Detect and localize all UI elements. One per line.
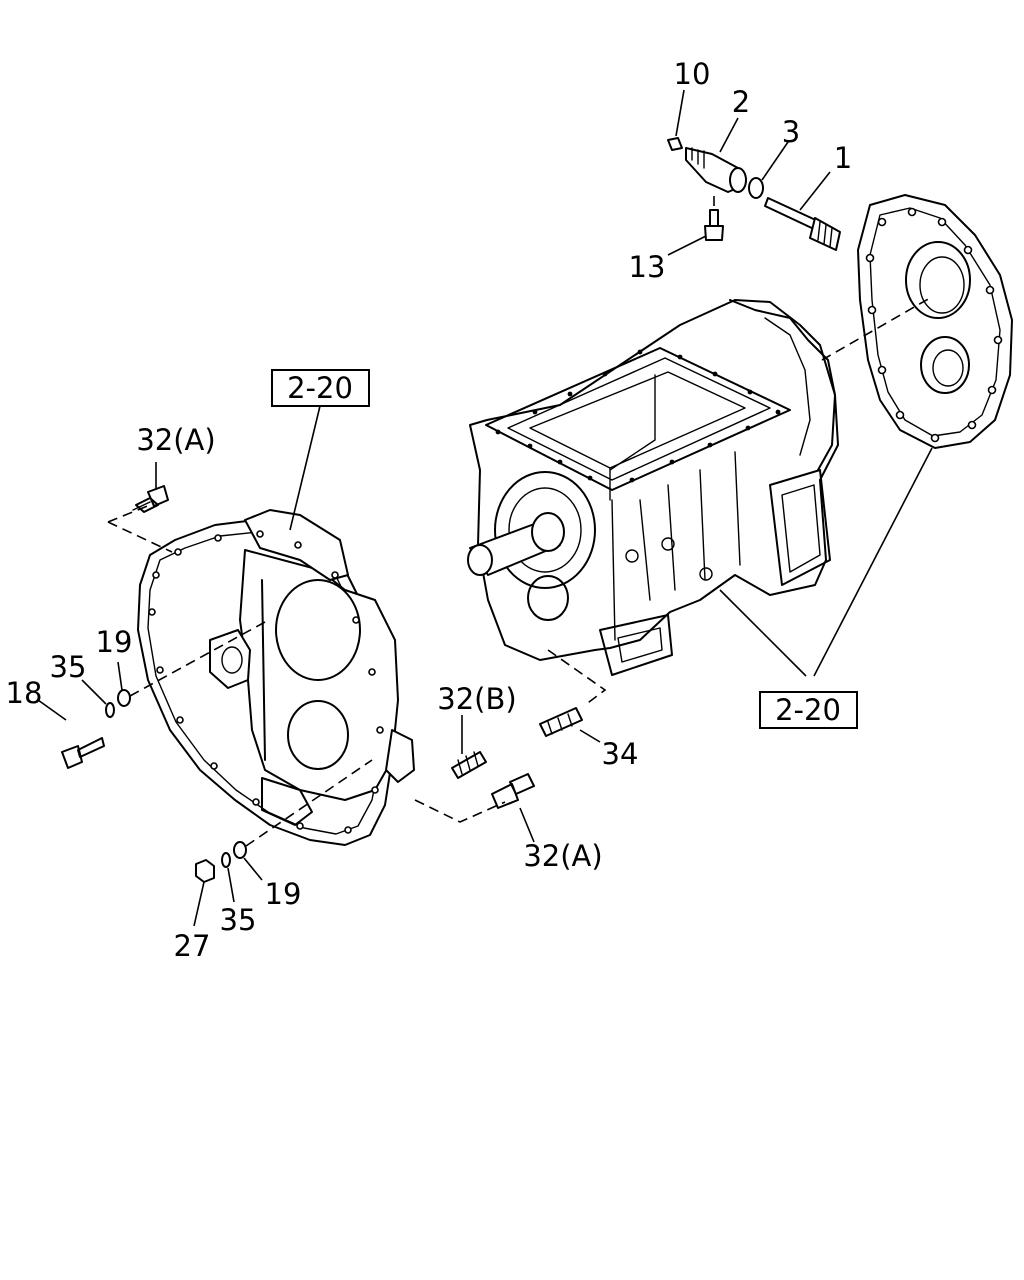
lock-washer-35-upper (105, 702, 115, 718)
callout-35-lower: 35 (220, 903, 257, 937)
housing-flange-holes (148, 530, 384, 834)
fasteners (61, 485, 583, 883)
o-ring-part-3 (748, 177, 764, 199)
lock-washer-35-lower (221, 852, 231, 868)
rear-cover (857, 194, 1013, 449)
ref-label-left: 2-20 (287, 371, 353, 405)
bolt-part-18 (61, 737, 105, 769)
clutch-housing (137, 509, 415, 846)
reference-box-left: 2-20 (271, 369, 370, 407)
ref-label-right: 2-20 (775, 693, 841, 727)
callout-18: 18 (6, 676, 43, 710)
callout-1: 1 (834, 141, 852, 175)
callout-2: 2 (732, 85, 750, 119)
reference-box-right: 2-20 (759, 691, 858, 729)
callout-3: 3 (782, 115, 800, 149)
speedometer-sensor-assembly (667, 137, 841, 251)
bolt-32a-bottom (491, 773, 535, 809)
nut-part-27 (195, 859, 215, 883)
callout-19-lower: 19 (265, 877, 302, 911)
callout-27: 27 (174, 929, 211, 963)
callout-10: 10 (674, 57, 711, 91)
callout-32b: 32(B) (437, 682, 516, 716)
leader-lines (37, 89, 933, 927)
callout-13: 13 (629, 250, 666, 284)
cap-part-10 (667, 137, 683, 151)
washer-19-lower (233, 841, 247, 859)
bolt-part-13 (709, 209, 719, 227)
callout-34: 34 (602, 737, 639, 771)
callout-32a-top: 32(A) (136, 423, 215, 457)
callout-35-upper: 35 (50, 650, 87, 684)
rim-bolt-holes (495, 349, 781, 483)
callout-32a-bottom: 32(A) (523, 839, 602, 873)
washer-19-upper (117, 689, 131, 707)
driven-gear-part-1 (764, 197, 821, 231)
stud-part-34 (539, 707, 583, 737)
callout-19-upper: 19 (96, 625, 133, 659)
callout-labels: 10 2 3 1 13 32(A) 19 35 18 32(B) 34 32(A… (6, 57, 853, 963)
transmission-case (467, 299, 839, 676)
